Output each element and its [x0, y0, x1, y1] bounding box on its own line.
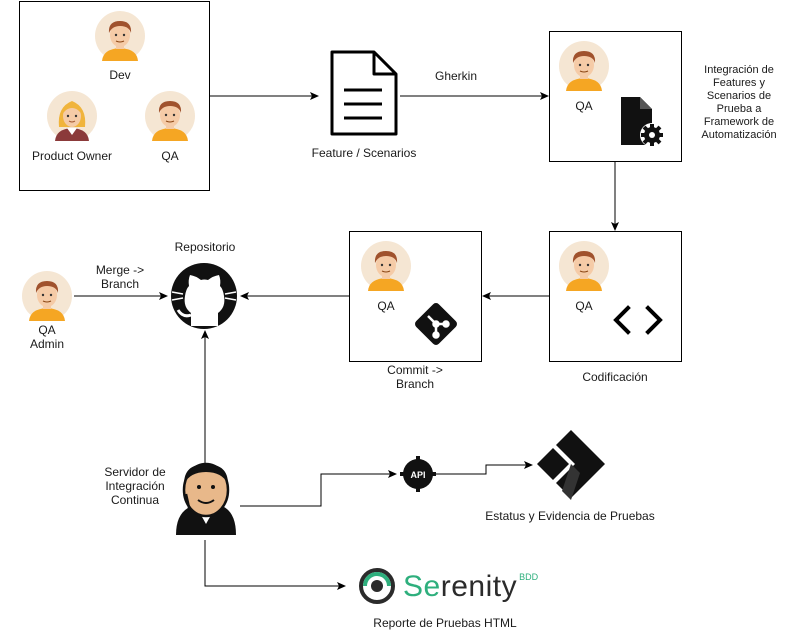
- qa-commit-role: QA: [377, 299, 395, 313]
- feature-label: Feature / Scenarios: [311, 146, 417, 160]
- github-icon: [171, 263, 237, 329]
- repositorio-label: Repositorio: [174, 240, 236, 254]
- serenity-label: Reporte de Pruebas HTML: [373, 616, 517, 630]
- gherkin-label: Gherkin: [434, 69, 478, 83]
- jira-icon: [537, 430, 605, 500]
- connectors: [74, 92, 619, 590]
- git-branch-lines: [427, 315, 450, 339]
- jira-label: Estatus y Evidencia de Pruebas: [485, 509, 655, 523]
- serenity-suffix: BDD: [519, 572, 539, 582]
- file-gear-icon: [621, 97, 664, 147]
- qa-admin-avatar: [22, 271, 72, 321]
- api-icon: API: [400, 456, 436, 492]
- qa-codificacion-role: QA: [575, 299, 593, 313]
- arrow-api-to-jira: [434, 461, 533, 475]
- qa-label: QA: [161, 149, 179, 163]
- qa-integration-role: QA: [575, 99, 593, 113]
- codificacion-label: Codificación: [582, 370, 648, 384]
- serenity-logo-icon: [359, 568, 395, 604]
- serenity-word: Serenity: [403, 570, 518, 603]
- arrow-ci-to-serenity: [204, 540, 346, 590]
- code-icon: [613, 305, 663, 335]
- product-owner-label: Product Owner: [31, 149, 113, 163]
- commit-label: Commit -> Branch: [387, 363, 443, 391]
- arrow-ci-to-api: [240, 470, 397, 507]
- qa-avatar: [145, 91, 195, 141]
- api-text: API: [410, 470, 425, 480]
- qa-integration-avatar: [559, 41, 609, 91]
- qa-codificacion-avatar: [559, 241, 609, 291]
- ci-server-label: Servidor de Integración Continua: [104, 465, 166, 507]
- qa-integration-description: Integración de Features y Scenarios de P…: [701, 64, 777, 141]
- jenkins-icon: [176, 462, 236, 535]
- qa-admin-label: QA Admin: [29, 323, 64, 351]
- product-owner-avatar: [47, 91, 97, 141]
- dev-avatar: [95, 11, 145, 61]
- document-icon: [330, 50, 398, 136]
- merge-label: Merge -> Branch: [95, 263, 145, 291]
- dev-label: Dev: [109, 68, 131, 82]
- qa-commit-avatar: [361, 241, 411, 291]
